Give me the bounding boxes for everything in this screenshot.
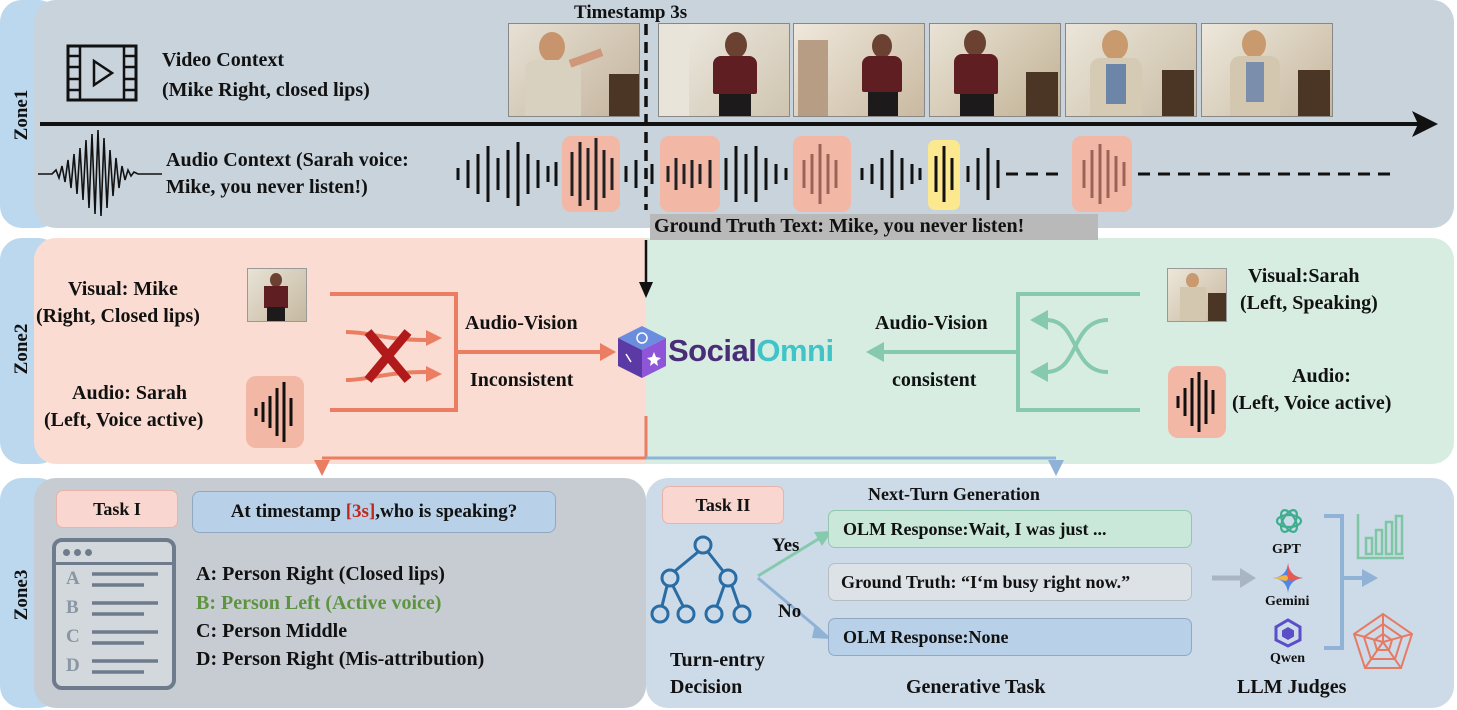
right-audio-bars-icon <box>1176 372 1215 432</box>
right-audio-line1: Audio: <box>1292 365 1351 387</box>
left-audio-bars-icon <box>254 382 293 442</box>
bar-chart-icon <box>1356 514 1404 560</box>
list-letter-a: A <box>66 568 80 589</box>
consistent-line1: Audio-Vision <box>875 312 988 334</box>
list-letter-d: D <box>66 655 80 676</box>
left-visual-line1: Visual: Mike <box>68 278 178 300</box>
timestamp-marker <box>639 24 653 298</box>
generative-task-label: Generative Task <box>906 676 1046 698</box>
video-frame-3 <box>793 23 925 117</box>
inconsistent-line2: Inconsistent <box>470 369 574 391</box>
audio-segment-highlight-5 <box>1072 136 1132 212</box>
turn-entry-line1: Turn-entry <box>670 649 765 671</box>
gemini-icon <box>1273 563 1303 593</box>
audio-context-line2: Mike, you never listen!) <box>166 176 368 198</box>
video-film-icon <box>66 44 138 102</box>
logo-social: Social <box>668 333 757 368</box>
olm-response-yes-box: OLM Response:Wait, I was just ... <box>828 510 1192 548</box>
judge-gemini: Gemini <box>1265 594 1310 609</box>
next-turn-title: Next-Turn Generation <box>868 484 1040 504</box>
ground-truth-text-label <box>650 214 1098 240</box>
question-suffix: ,who is speaking? <box>375 501 518 522</box>
left-audio-line2: (Left, Voice active) <box>44 409 204 431</box>
sarah-visual-thumbnail <box>1167 268 1227 322</box>
audio-context-line1: Audio Context (Sarah voice: <box>166 149 409 171</box>
option-a: A: Person Right (Closed lips) <box>196 563 445 585</box>
socialomni-cube-icon <box>618 326 666 378</box>
task2-badge: Task II <box>662 486 784 524</box>
video-context-detail: (Mike Right, closed lips) <box>162 79 370 101</box>
left-audio-line1: Audio: Sarah <box>72 382 188 404</box>
list-letter-c: C <box>66 626 80 647</box>
list-letter-b: B <box>66 597 79 618</box>
judge-gpt: GPT <box>1272 542 1301 557</box>
audio-waveform-icon <box>38 129 162 217</box>
ground-truth-box: Ground Truth: “I‘m busy right now.” <box>828 563 1192 601</box>
yes-label: Yes <box>772 535 800 556</box>
option-d: D: Person Right (Mis-attribution) <box>196 648 485 670</box>
zone-connector-arrows <box>314 416 1064 476</box>
question-prefix: At timestamp <box>230 501 346 522</box>
right-audio-line2: (Left, Voice active) <box>1232 392 1392 414</box>
video-frame-6 <box>1201 23 1333 117</box>
logo-omni: Omni <box>756 333 834 368</box>
inconsistent-flow-lines <box>330 292 616 412</box>
socialomni-logo: SocialOmni <box>668 333 834 369</box>
right-visual-line1: Visual:Sarah <box>1248 265 1360 287</box>
option-b-correct: B: Person Left (Active voice) <box>196 592 442 614</box>
qwen-icon <box>1274 618 1302 648</box>
zone2-right-panel <box>600 238 1454 464</box>
video-frame-5 <box>1065 23 1197 117</box>
consistent-flow-lines <box>866 292 1140 412</box>
decision-tree-icon <box>650 535 752 624</box>
video-frame-2 <box>658 23 790 117</box>
inconsistent-line1: Audio-Vision <box>465 312 578 334</box>
olm-response-no-box: OLM Response:None <box>828 618 1192 656</box>
timestamp-label: Timestamp 3s <box>574 2 688 23</box>
video-frame-1 <box>508 23 640 117</box>
task1-question-box: At timestamp [3s],who is speaking? <box>192 491 556 533</box>
mike-visual-thumbnail <box>247 268 307 322</box>
judge-qwen: Qwen <box>1270 651 1305 666</box>
audio-bars <box>456 138 1396 210</box>
task1-badge: Task I <box>56 490 178 528</box>
video-frame-4 <box>929 23 1061 117</box>
option-c: C: Person Middle <box>196 620 348 642</box>
no-label: No <box>778 601 802 622</box>
timeline-arrow <box>40 111 1438 137</box>
consistent-line2: consistent <box>892 369 977 391</box>
right-visual-line2: (Left, Speaking) <box>1240 292 1378 314</box>
llm-judges-label: LLM Judges <box>1237 676 1347 698</box>
left-visual-line2: (Right, Closed lips) <box>36 305 200 327</box>
radar-chart-icon <box>1352 612 1414 669</box>
video-context-title: Video Context <box>162 49 285 71</box>
turn-entry-line2: Decision <box>670 676 743 698</box>
question-timestamp: [3s] <box>345 501 376 522</box>
ground-truth-text: Ground Truth Text: Mike, you never liste… <box>654 215 1025 237</box>
gpt-icon <box>1275 509 1303 533</box>
